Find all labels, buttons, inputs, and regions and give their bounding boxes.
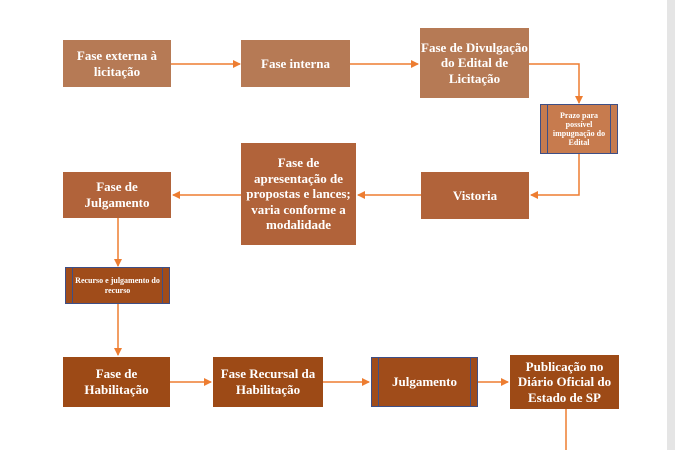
node-vistoria: Vistoria [421, 172, 529, 219]
right-edge-strip [667, 0, 675, 450]
node-fase-recursal: Fase Recursal da Habilitação [213, 357, 323, 407]
node-fase-apresentacao: Fase de apresentação de propostas e lanc… [241, 143, 356, 245]
arrow-divulgacao-to-prazo [529, 63, 583, 104]
arrow-prazo-to-vistoria [530, 154, 580, 199]
node-fase-interna: Fase interna [241, 40, 350, 87]
process-recurso-julgamento: Recurso e julgamento do recurso [65, 267, 170, 304]
process-julgamento: Julgamento [371, 357, 478, 407]
process-prazo-impugnacao: Prazo para possível impugnação do Edital [540, 104, 618, 154]
node-fase-habilitacao: Fase de Habilitação [63, 357, 170, 407]
node-fase-julgamento: Fase de Julgamento [63, 172, 171, 218]
node-publicacao: Publicação no Diário Oficial do Estado d… [510, 355, 619, 409]
node-fase-divulgacao: Fase de Divulgação do Edital de Licitaçã… [420, 28, 529, 98]
node-fase-externa: Fase externa à licitação [63, 40, 171, 87]
